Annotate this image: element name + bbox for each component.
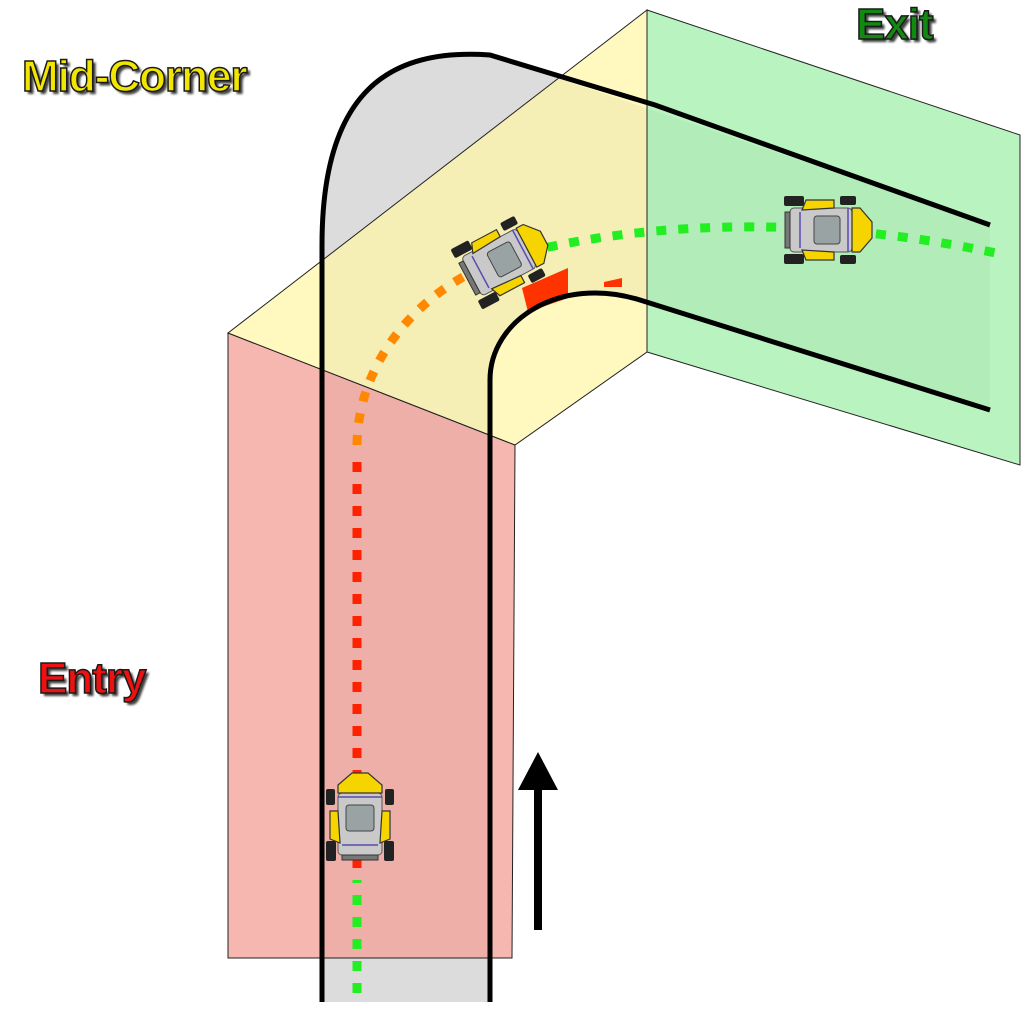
arrow-up-icon (518, 752, 558, 930)
racing-line-exit-curve (503, 222, 1006, 263)
entry-label: Entry (37, 653, 147, 704)
racing-line-mid-segment (352, 257, 497, 446)
track-inner-edge (487, 290, 991, 1002)
mid-corner-label: Mid-Corner (21, 51, 248, 102)
kerb-inner-right (604, 278, 622, 287)
track-outer-edge (319, 51, 991, 1002)
exit-label: Exit (855, 0, 934, 50)
